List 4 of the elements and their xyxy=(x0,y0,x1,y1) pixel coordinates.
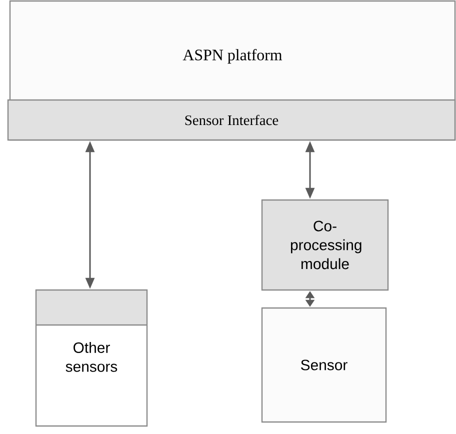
module-box: Co-processing module xyxy=(261,199,389,291)
sensor-box: Sensor xyxy=(261,307,387,423)
interface-band: Sensor Interface xyxy=(7,99,456,141)
sensor-box: Other sensors xyxy=(35,289,148,427)
